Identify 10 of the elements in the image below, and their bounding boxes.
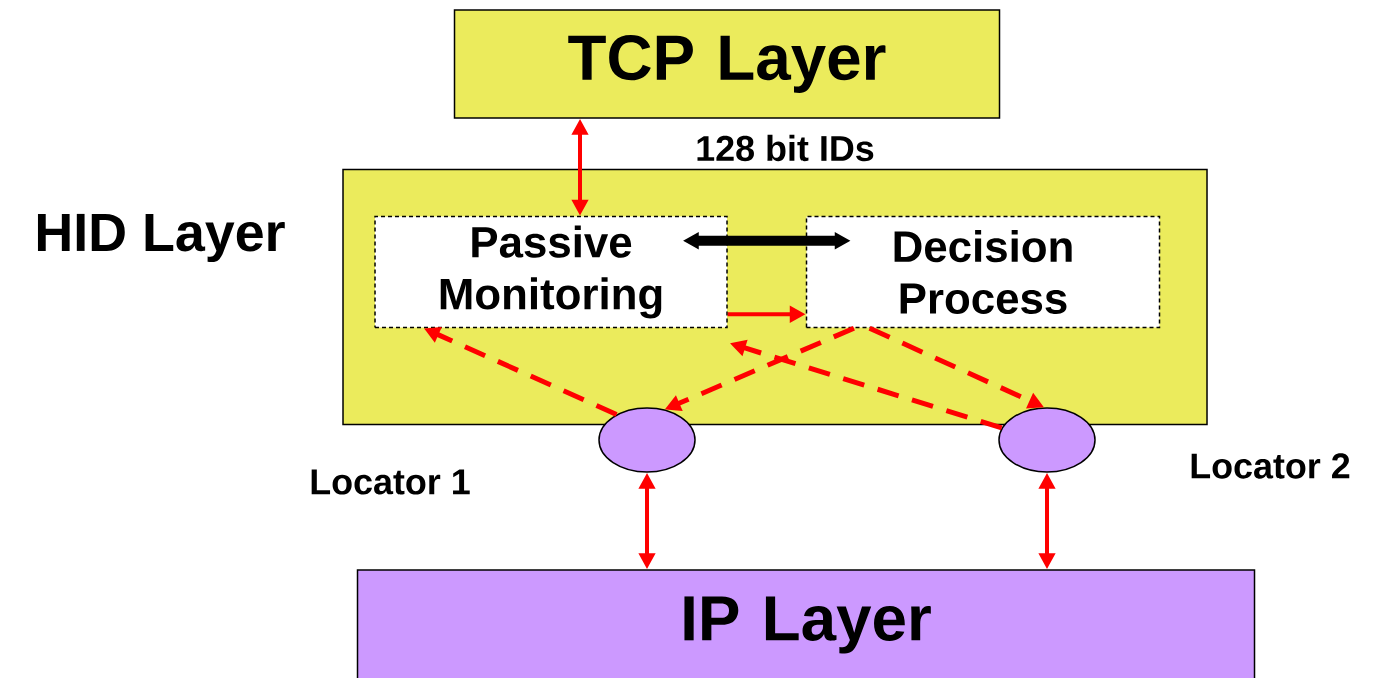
process-box: Decision Process (805, 215, 1161, 329)
locator-label: Locator 1 (311, 469, 470, 495)
locator-label: Locator 2 (1191, 453, 1350, 479)
edge-label: 128 bit IDs (697, 134, 874, 162)
layer-box: IP Layer (356, 569, 1256, 678)
locator-ellipse (598, 407, 696, 473)
layer-heading: HID Layer (37, 213, 285, 263)
process-box: Passive Monitoring (374, 215, 728, 329)
layer-box: TCP Layer (453, 9, 1001, 119)
locator-ellipse (998, 407, 1096, 473)
